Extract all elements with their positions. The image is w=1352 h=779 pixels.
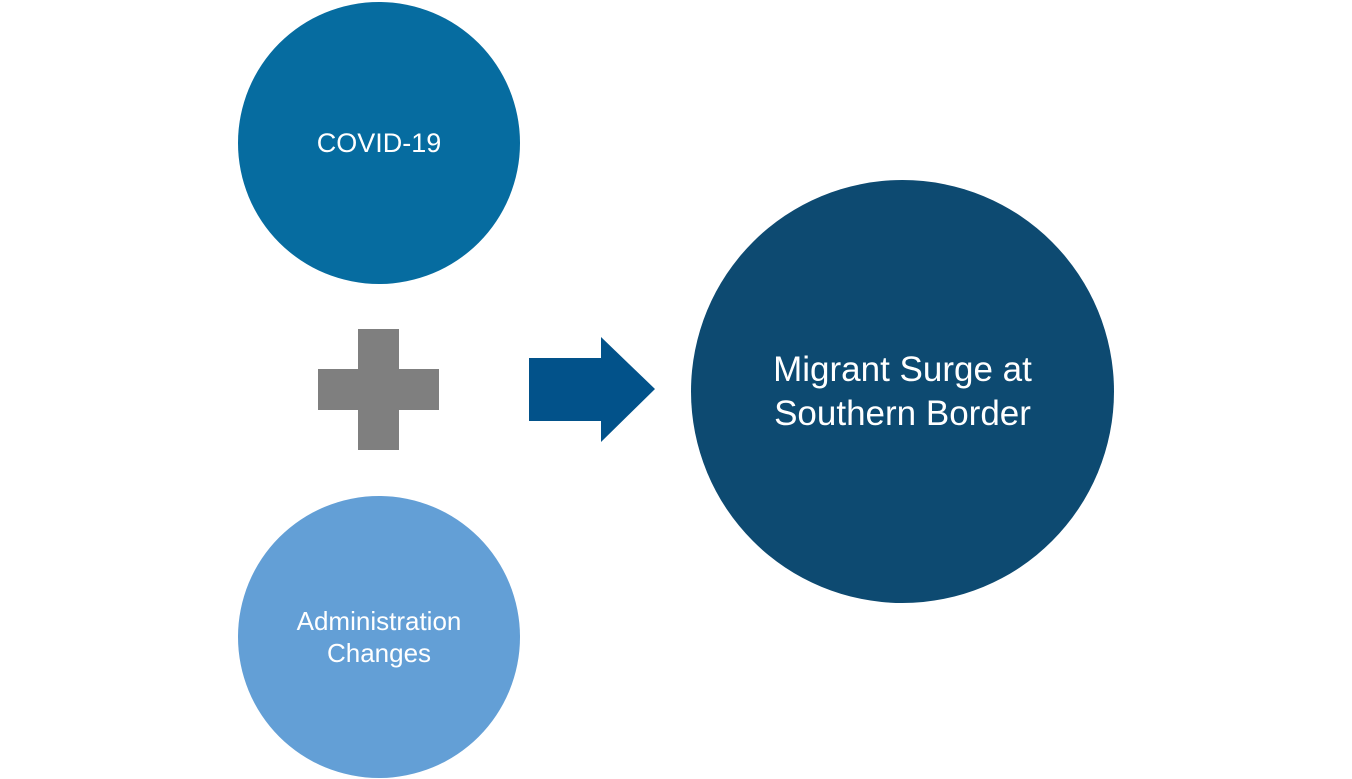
plus-shape: [318, 329, 439, 450]
administration-changes-label: Administration Changes: [297, 605, 462, 669]
administration-changes-node: Administration Changes: [238, 496, 520, 778]
migrant-surge-label-line2: Southern Border: [774, 393, 1031, 433]
migrant-surge-label-line1: Migrant Surge at: [773, 349, 1032, 389]
administration-changes-label-line2: Changes: [326, 638, 432, 668]
plus-icon: [318, 329, 439, 450]
arrow-right-icon: [529, 337, 655, 442]
administration-changes-label-line1: Administration: [296, 606, 462, 636]
covid-node: COVID-19: [238, 2, 520, 284]
migrant-surge-label: Migrant Surge at Southern Border: [773, 348, 1032, 436]
arrow-shape: [529, 337, 655, 442]
covid-node-label: COVID-19: [316, 127, 442, 158]
migrant-surge-node: Migrant Surge at Southern Border: [691, 180, 1114, 603]
